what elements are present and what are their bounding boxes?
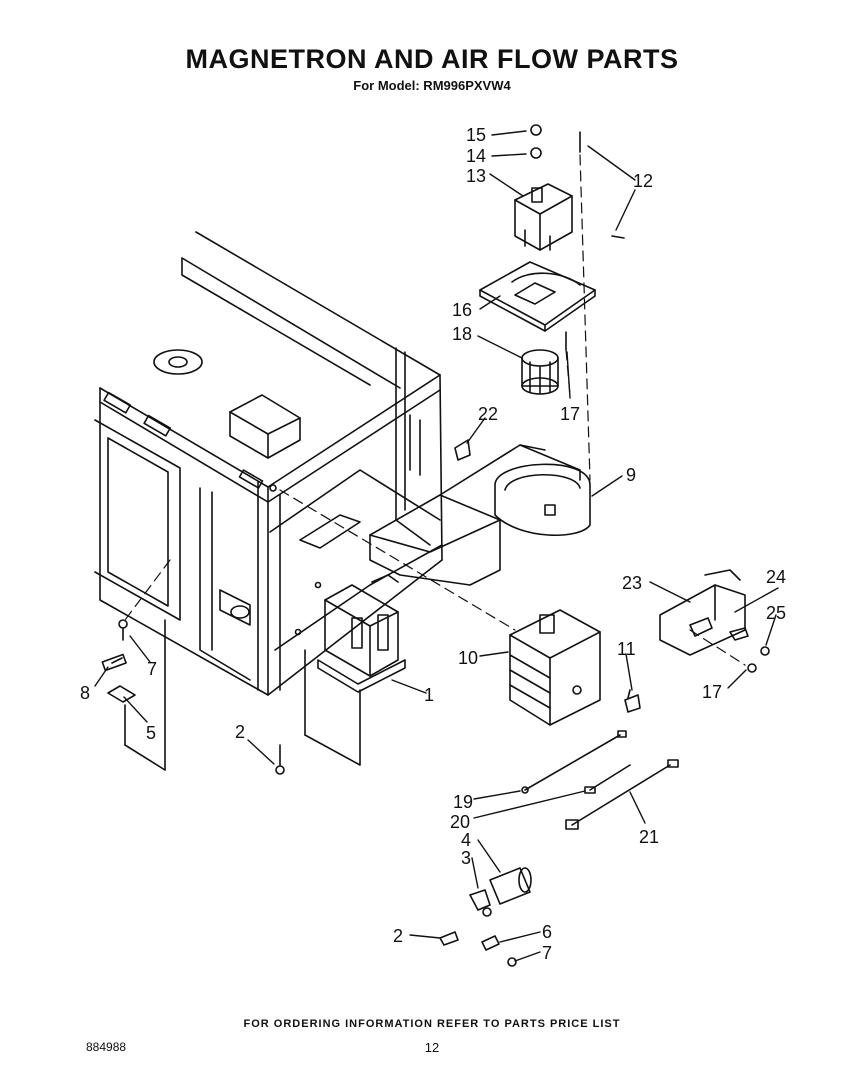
reference-lines bbox=[124, 154, 746, 666]
fan-blade bbox=[521, 349, 559, 395]
callout-4: 4 bbox=[461, 830, 471, 850]
callout-19: 19 bbox=[453, 792, 473, 812]
small-fasteners bbox=[101, 124, 770, 775]
leader-arrows bbox=[94, 130, 779, 962]
air-duct bbox=[369, 444, 591, 586]
callout-14: 14 bbox=[466, 146, 486, 166]
ordering-note: FOR ORDERING INFORMATION REFER TO PARTS … bbox=[243, 1018, 621, 1030]
callout-22: 22 bbox=[478, 404, 498, 424]
callout-15: 15 bbox=[466, 125, 486, 145]
document-number: 884988 bbox=[86, 1040, 127, 1054]
model-subtitle: For Model: RM996PXVW4 bbox=[353, 78, 511, 93]
callout-12: 12 bbox=[633, 171, 653, 191]
wire-harnesses bbox=[521, 730, 679, 830]
microwave-cabinet bbox=[94, 231, 443, 771]
callout-17b: 17 bbox=[702, 682, 722, 702]
callout-6: 6 bbox=[542, 922, 552, 942]
callout-25: 25 bbox=[766, 603, 786, 623]
callout-24: 24 bbox=[766, 567, 786, 587]
callout-7: 7 bbox=[147, 659, 157, 679]
magnetron bbox=[509, 609, 601, 726]
thermal-cutout bbox=[624, 689, 641, 713]
callout-16: 16 bbox=[452, 300, 472, 320]
page-number: 12 bbox=[424, 1040, 440, 1055]
air-guide-bracket bbox=[659, 569, 746, 656]
callout-7b: 7 bbox=[542, 943, 552, 963]
callout-1: 1 bbox=[424, 685, 434, 705]
callout-23: 23 bbox=[622, 573, 642, 593]
callout-3: 3 bbox=[461, 848, 471, 868]
callout-labels: 15 14 13 12 16 18 17 22 9 23 24 25 17 10… bbox=[80, 125, 786, 963]
callout-2b: 2 bbox=[393, 926, 403, 946]
page-title: MAGNETRON AND AIR FLOW PARTS bbox=[185, 44, 679, 74]
callout-5: 5 bbox=[146, 723, 156, 743]
mounting-bracket bbox=[479, 261, 596, 332]
callout-18: 18 bbox=[452, 324, 472, 344]
callout-9: 9 bbox=[626, 465, 636, 485]
callout-11: 11 bbox=[617, 639, 636, 659]
callout-10: 10 bbox=[458, 648, 478, 668]
capacitor bbox=[439, 867, 532, 967]
callout-8: 8 bbox=[80, 683, 90, 703]
callout-2: 2 bbox=[235, 722, 245, 742]
fan-motor bbox=[514, 183, 573, 251]
callout-20: 20 bbox=[450, 812, 470, 832]
callout-13: 13 bbox=[466, 166, 486, 186]
transformer bbox=[317, 574, 406, 693]
callout-17: 17 bbox=[560, 404, 580, 424]
callout-21: 21 bbox=[639, 827, 659, 847]
